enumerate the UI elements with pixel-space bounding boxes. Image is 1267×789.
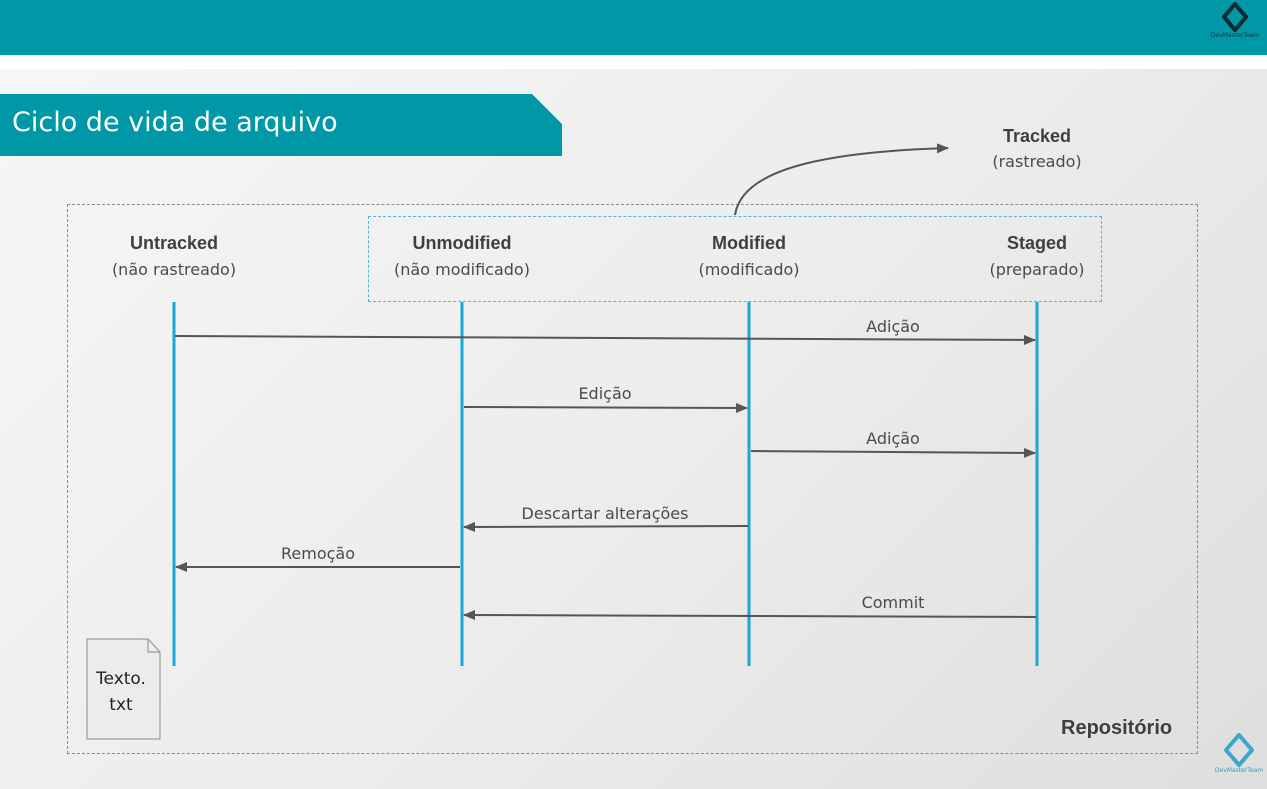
diamond-logo-icon xyxy=(1222,2,1248,32)
label-commit: Commit xyxy=(862,593,925,612)
brand-name: DevMasterTeam xyxy=(1210,32,1260,39)
tracked-curve-arrow xyxy=(734,143,949,216)
tracked-name: Tracked xyxy=(1002,126,1072,146)
label-descartar: Descartar alterações xyxy=(522,504,689,523)
arrow-edicao xyxy=(463,402,748,413)
brand-logo-bottom: DevMasterTeam xyxy=(1212,733,1266,781)
arrow-commit xyxy=(463,610,1037,621)
brand-logo-top: DevMasterTeam xyxy=(1207,2,1263,48)
state-untracked-name: Untracked xyxy=(129,233,219,253)
label-adicao-2: Adição xyxy=(866,429,920,448)
file-icon xyxy=(86,638,161,740)
tracked-sub: (rastreado) xyxy=(992,152,1082,171)
label-edicao: Edição xyxy=(578,384,631,403)
state-untracked-sub: (não rastreado) xyxy=(111,260,237,279)
arrow-descartar xyxy=(463,521,749,532)
state-unmodified-name: Unmodified xyxy=(412,233,512,253)
state-unmodified-sub: (não modificado) xyxy=(394,260,530,279)
repository-label: Repositório xyxy=(1061,717,1173,739)
file-name: Texto. txt xyxy=(86,666,156,718)
state-staged-name: Staged xyxy=(1006,233,1068,253)
state-modified-sub: (modificado) xyxy=(698,260,800,279)
state-modified-name: Modified xyxy=(712,233,786,253)
top-bar xyxy=(0,0,1267,55)
label-adicao-1: Adição xyxy=(866,317,920,336)
repository-box xyxy=(67,204,1198,754)
brand-name-bottom: DevMasterTeam xyxy=(1214,767,1264,774)
label-remocao: Remoção xyxy=(281,544,355,563)
arrow-adicao-modified-staged xyxy=(750,447,1036,458)
diamond-logo-icon xyxy=(1224,733,1254,767)
page-title: Ciclo de vida de arquivo xyxy=(12,107,338,138)
tracked-group-box xyxy=(368,216,1102,302)
title-banner xyxy=(0,94,562,156)
state-staged-sub: (preparado) xyxy=(989,260,1085,279)
header-divider xyxy=(0,55,1267,69)
arrow-adicao-untracked-staged xyxy=(174,334,1036,345)
file-name-line1: Texto. xyxy=(96,669,146,689)
file-name-line2: txt xyxy=(109,695,133,715)
